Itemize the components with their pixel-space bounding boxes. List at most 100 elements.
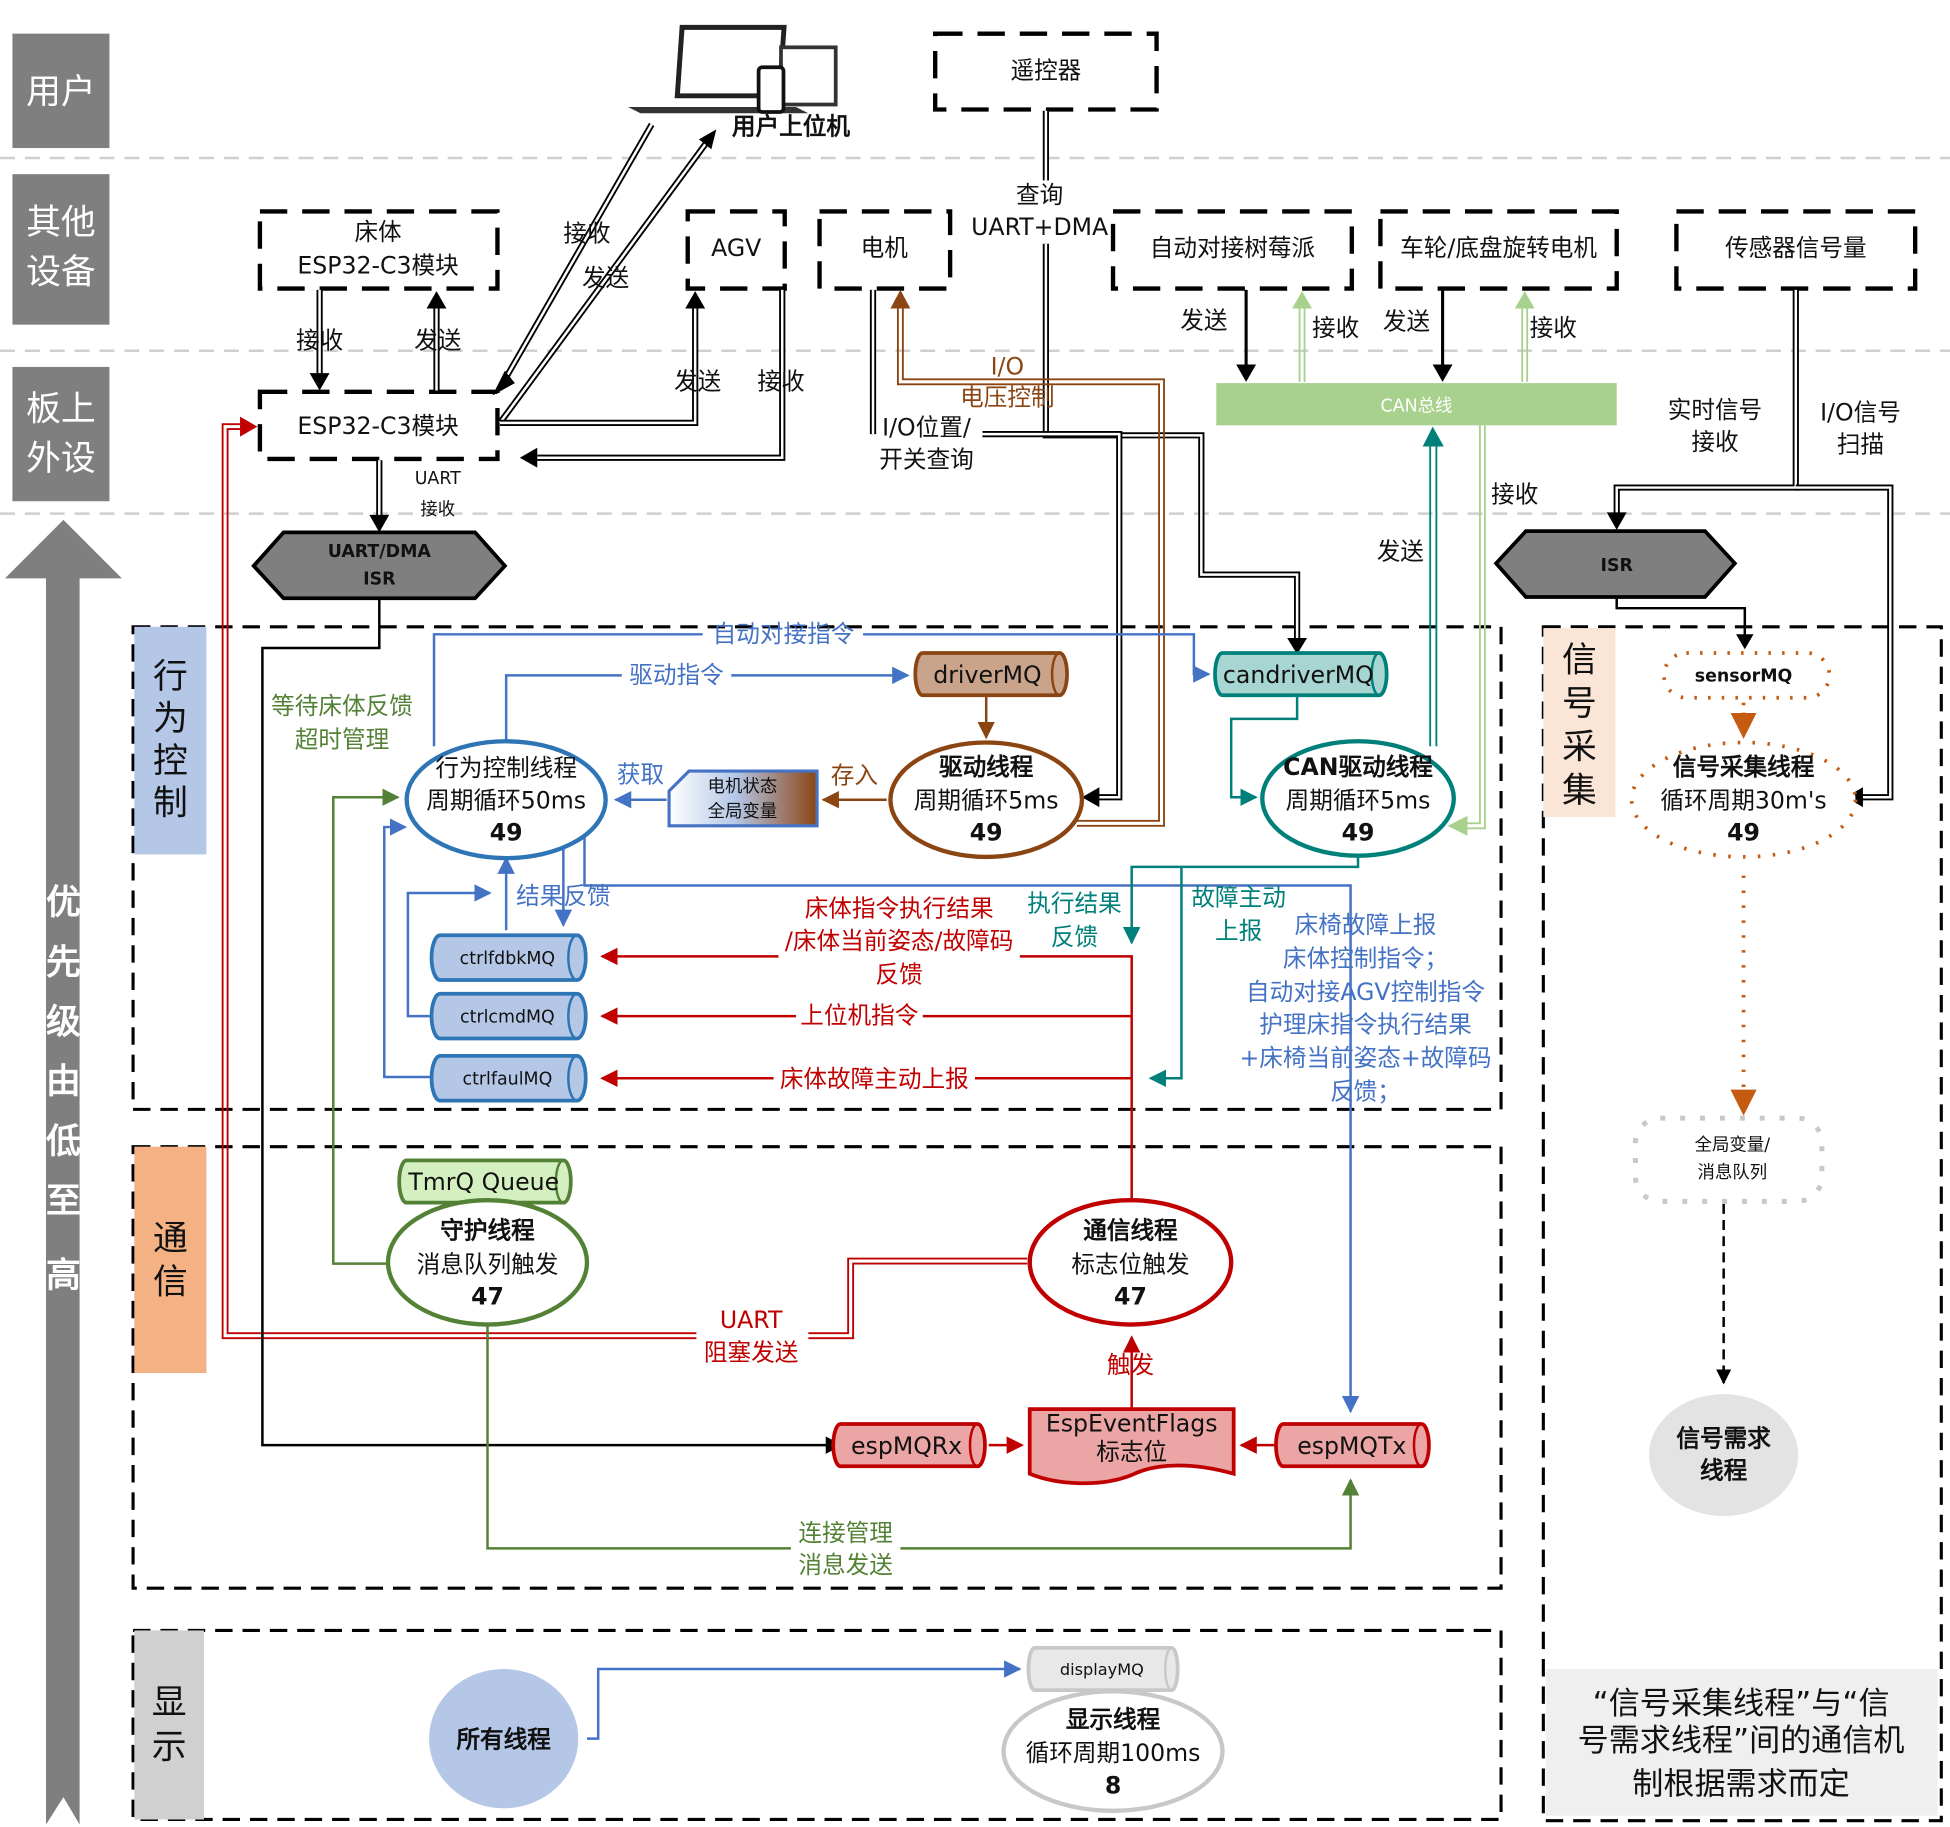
communication-note: “信号采集线程”与“信 号需求线程”间的通信机 制根据需求而定	[1545, 1669, 1938, 1816]
lane-onboard: 板上 外设	[12, 366, 110, 502]
edge-label: 扫描	[1837, 431, 1884, 459]
section-display: 显 示	[134, 1630, 204, 1820]
uart-isr-node	[251, 530, 508, 601]
edge-label: 接收	[420, 500, 455, 520]
can-driver-thread-name: CAN驱动线程	[1283, 753, 1433, 781]
esp-mq-tx: espMQTx	[1274, 1422, 1431, 1469]
section-char: 信	[153, 1262, 188, 1302]
edge-label: 床体控制指令；	[1283, 944, 1448, 972]
motor-label: 电机	[861, 234, 909, 262]
signal-collect-thread-priority: 49	[1727, 819, 1760, 847]
isr-to-espmqrx	[261, 598, 829, 1447]
edge-label: 上位机指令	[800, 1002, 918, 1030]
edge-label: 获取	[617, 760, 664, 788]
bed-module-box	[257, 209, 500, 291]
lane-onboard-label-1: 板上	[26, 389, 96, 429]
event-flags-label: 标志位	[1096, 1438, 1167, 1466]
display-mq-label: displayMQ	[1060, 1660, 1144, 1679]
onboard-esp-label: ESP32-C3模块	[297, 412, 458, 440]
uart-isr-label: ISR	[363, 570, 396, 590]
edge-labels: 接收 发送 接收 发送 发送 接收 查询 UART+DMA I/O 电压控制 I…	[271, 181, 1901, 1579]
edge-label: 开关查询	[879, 446, 973, 474]
section-char: 采	[1562, 728, 1597, 768]
edge-label: I/O信号	[1820, 398, 1901, 426]
candriver-mq-label: candriverMQ	[1223, 661, 1374, 689]
section-char: 通	[153, 1219, 188, 1259]
sensor-mq: sensorMQ	[1662, 651, 1832, 700]
section-char: 集	[1562, 771, 1597, 811]
comm-thread-priority: 47	[1114, 1283, 1147, 1311]
section-char: 为	[153, 699, 188, 739]
onboard-esp-box	[257, 389, 500, 462]
edge-label: 上报	[1215, 917, 1262, 945]
driver-thread: 驱动线程 周期循环5ms 49	[888, 740, 1085, 860]
edge-label: 触发	[1107, 1351, 1154, 1379]
comm-to-ctrl-connections	[602, 956, 1275, 1454]
comm-thread: 通信线程 标志位触发 47	[1027, 1197, 1234, 1327]
edge-label: +床椅当前姿态+故障码	[1239, 1044, 1491, 1072]
edge-label: 存入	[831, 762, 878, 790]
comm-thread-name: 通信线程	[1083, 1217, 1178, 1245]
edge-label: UART+DMA	[971, 213, 1108, 241]
edge-label: 结果反馈	[516, 882, 610, 910]
lane-user: 用户	[12, 33, 110, 149]
can-driver-thread-priority: 49	[1342, 819, 1375, 847]
guard-thread-priority: 47	[471, 1283, 504, 1311]
region-behavior	[131, 625, 1503, 1111]
can-feedback-connections	[1122, 855, 1360, 1087]
esp-mq-rx: espMQRx	[831, 1422, 987, 1469]
can-driver-thread: CAN驱动线程 周期循环5ms 49	[1260, 739, 1456, 858]
global-var-label: 消息队列	[1698, 1163, 1768, 1183]
edge-label: I/O位置/	[882, 413, 971, 441]
priority-char: 级	[46, 1003, 81, 1043]
priority-char: 由	[46, 1062, 81, 1102]
display-thread: 显示线程 循环周期100ms 8	[1001, 1689, 1225, 1813]
driver-mq: driverMQ	[913, 651, 1069, 698]
ctrlcmd-mq: ctrlcmdMQ	[429, 991, 588, 1041]
display-thread-priority: 8	[1105, 1771, 1121, 1799]
behavior-thread-priority: 49	[490, 819, 523, 847]
sensor-label: 传感器信号量	[1725, 234, 1867, 262]
edge-label: 自动对接指令	[713, 620, 855, 648]
motor-state-global-var: 电机状态 全局变量	[667, 769, 819, 828]
remote-label: 遥控器	[1010, 56, 1081, 84]
priority-char: 高	[46, 1256, 81, 1296]
driver-thread-priority: 49	[970, 819, 1003, 847]
section-char: 显	[152, 1683, 187, 1723]
edge-label: UART	[415, 469, 461, 489]
comm-thread-period: 标志位触发	[1071, 1250, 1189, 1278]
section-comm: 通 信	[134, 1146, 207, 1374]
section-signal: 信 号 采 集	[1543, 628, 1616, 818]
edge-label: 连接管理	[798, 1519, 892, 1547]
ctrlfaul-mq-label: ctrlfaulMQ	[463, 1069, 553, 1089]
candriver-mq: candriverMQ	[1213, 651, 1389, 698]
lane-other-devices-label-1: 其他	[26, 203, 96, 243]
edge-label: 电压控制	[960, 383, 1054, 411]
edge-label: 接收	[563, 219, 610, 247]
edge-label: 接收	[1491, 480, 1538, 508]
tmrq-label: TmrQ Queue	[407, 1168, 559, 1196]
isr-label: ISR	[1600, 556, 1633, 576]
signal-collect-thread: 信号采集线程 循环周期30m's 49	[1629, 740, 1858, 859]
edge-label: 查询	[1016, 181, 1063, 209]
can-driver-thread-period: 周期循环5ms	[1286, 786, 1431, 814]
lane-other-devices: 其他 设备	[12, 174, 110, 325]
edge-label: 发送	[674, 367, 721, 395]
raspberry-box	[1110, 209, 1354, 291]
edge-label: 等待床体反馈	[271, 692, 413, 720]
priority-char: 至	[46, 1182, 81, 1222]
behavior-thread-period: 周期循环50ms	[426, 786, 586, 814]
esp-mq-tx-label: espMQTx	[1297, 1432, 1406, 1460]
sensor-mq-label: sensorMQ	[1695, 667, 1793, 687]
isr-node	[1493, 529, 1738, 599]
region-signal	[1541, 625, 1943, 1823]
ctrlfaul-mq: ctrlfaulMQ	[429, 1054, 588, 1103]
edge-label: 反馈	[1051, 923, 1098, 951]
edge-label: 床体故障主动上报	[780, 1065, 969, 1093]
tmrq-queue: TmrQ Queue	[397, 1158, 573, 1205]
edge-label: 发送	[582, 264, 629, 292]
agv-label: AGV	[711, 234, 761, 262]
io-voltage-connection	[890, 289, 1165, 827]
signal-connections	[1716, 702, 1757, 1385]
